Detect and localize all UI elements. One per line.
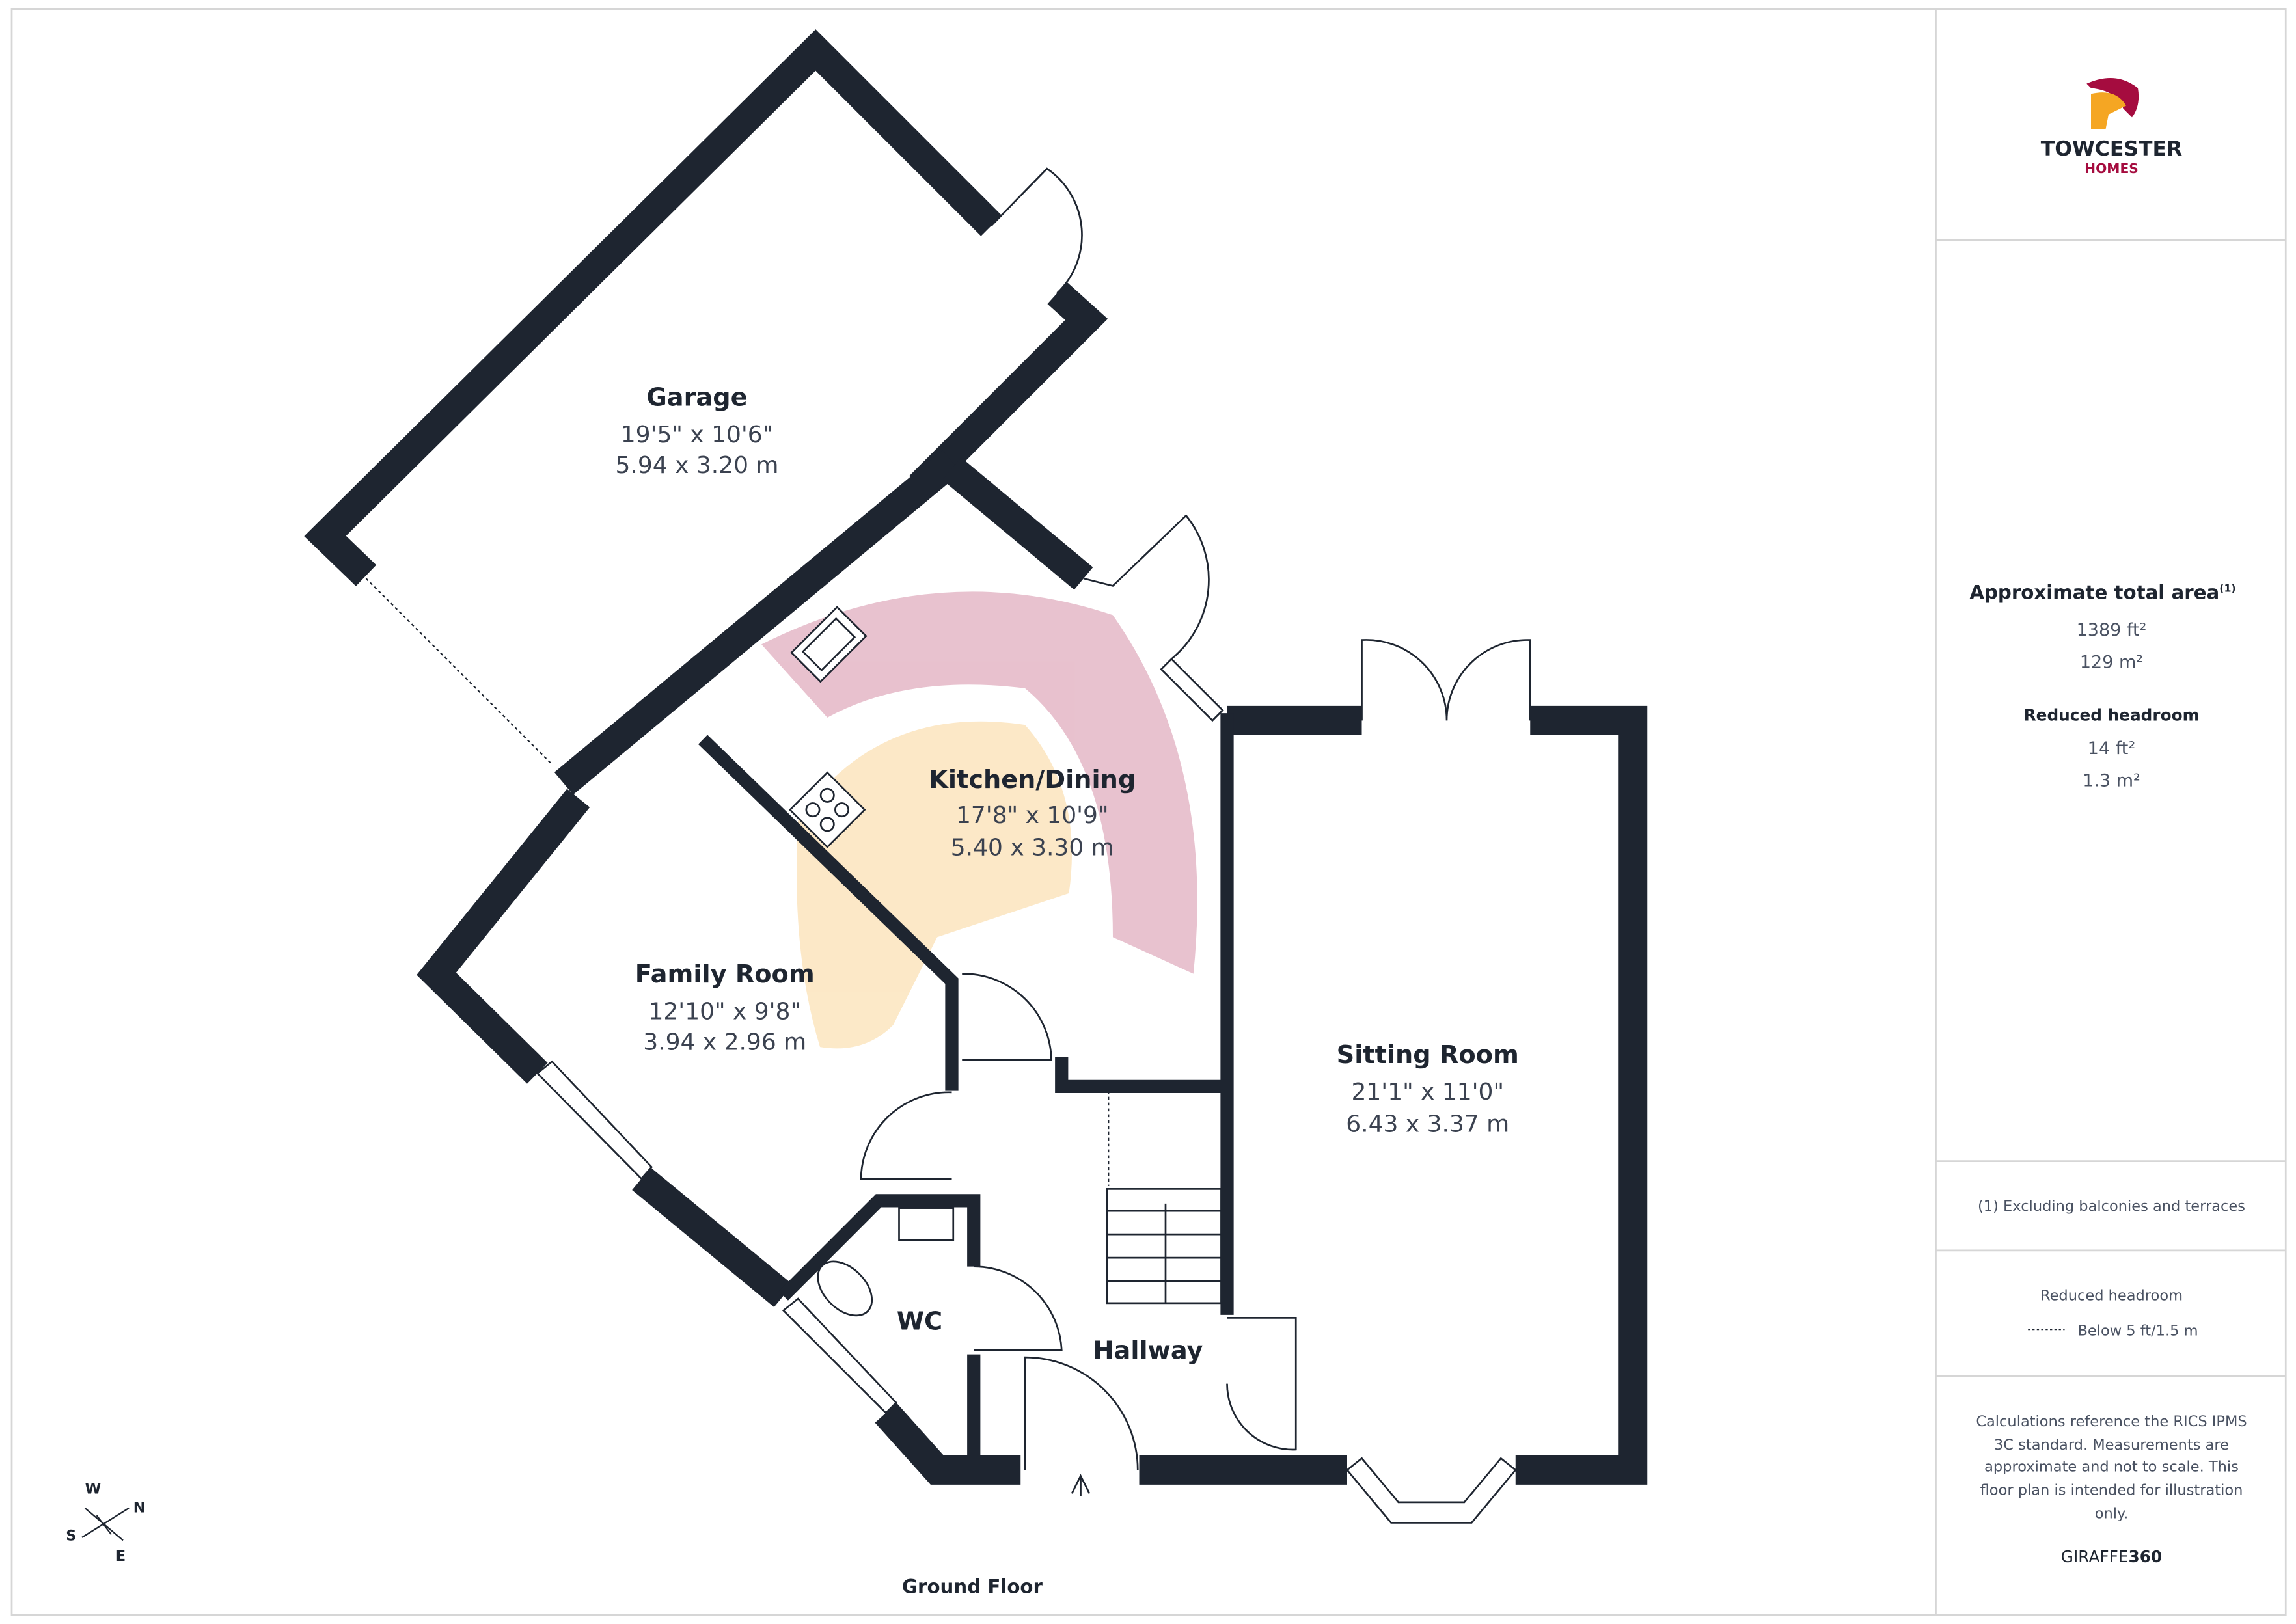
- svg-text:approximate and not to scale.: approximate and not to scale. This: [1984, 1459, 2239, 1476]
- wc-door: [974, 1265, 1063, 1351]
- sitting-label: Sitting Room: [1337, 1040, 1519, 1070]
- garage-metric: 5.94 x 3.20 m: [615, 452, 778, 479]
- family-door: [860, 1091, 952, 1180]
- reduced-ft: 14 ft²: [2088, 738, 2135, 759]
- svg-text:only.: only.: [2095, 1506, 2129, 1522]
- hob: [789, 771, 866, 848]
- kitchen-label: Kitchen/Dining: [929, 765, 1136, 794]
- reduced-headroom-title: Reduced headroom: [2024, 705, 2200, 724]
- garage-door: [365, 578, 553, 765]
- wc-basin: [898, 1207, 955, 1241]
- sheet-border: [10, 8, 2287, 1616]
- family-label: Family Room: [635, 960, 815, 989]
- front-door: [1024, 1356, 1139, 1470]
- kitchen-window: [1160, 657, 1224, 722]
- watermark-logo: [761, 591, 1197, 1049]
- sitting-imperial: 21'1" x 11'0": [1351, 1079, 1504, 1105]
- wc-label: WC: [897, 1306, 942, 1336]
- entrance-arrow-icon: [1071, 1474, 1091, 1496]
- legend-title: Reduced headroom: [2040, 1287, 2183, 1304]
- staircase: [1106, 1090, 1222, 1305]
- kitchen-hall-door: [962, 973, 1052, 1061]
- footnote: (1) Excluding balconies and terraces: [1978, 1198, 2245, 1215]
- house-walls: [417, 450, 1648, 1524]
- svg-text:3C standard. Measurements are: 3C standard. Measurements are: [1994, 1437, 2229, 1454]
- kitchen-door: [1083, 514, 1210, 660]
- reduced-m: 1.3 m²: [2083, 771, 2140, 791]
- svg-text:W: W: [85, 1480, 102, 1497]
- wc-window: [782, 1297, 897, 1414]
- total-area-m: 129 m²: [2080, 652, 2143, 672]
- svg-text:N: N: [133, 1500, 146, 1517]
- svg-text:floor plan is intended for ill: floor plan is intended for illustration: [1980, 1482, 2243, 1499]
- svg-text:S: S: [66, 1527, 76, 1544]
- floor-label: Ground Floor: [902, 1575, 1043, 1597]
- disclaimer: Calculations reference the RICS IPMS 3C …: [1976, 1413, 2247, 1522]
- kitchen-metric: 5.40 x 3.30 m: [951, 834, 1114, 861]
- towcester-homes-logo: TOWCESTER HOMES: [2041, 77, 2183, 176]
- total-area-title: Approximate total area(1): [1969, 582, 2235, 604]
- garage-walls: [304, 29, 1108, 765]
- svg-text:Calculations reference the RIC: Calculations reference the RICS IPMS: [1976, 1413, 2247, 1430]
- family-imperial: 12'10" x 9'8": [648, 998, 801, 1025]
- kitchen-sink: [790, 606, 868, 683]
- french-doors: [1361, 639, 1531, 721]
- svg-text:E: E: [116, 1548, 126, 1565]
- bay-window: [1346, 1457, 1517, 1524]
- garage-imperial: 19'5" x 10'6": [621, 422, 774, 448]
- svg-text:HOMES: HOMES: [2084, 161, 2139, 176]
- kitchen-imperial: 17'8" x 10'9": [956, 802, 1109, 829]
- garage-label: Garage: [646, 383, 747, 413]
- sitting-door: [1226, 1317, 1297, 1451]
- total-area-ft: 1389 ft²: [2077, 620, 2147, 640]
- garage-side-door: [991, 167, 1083, 294]
- toilet: [817, 1260, 873, 1317]
- compass-icon: W N S E: [66, 1480, 145, 1565]
- family-metric: 3.94 x 2.96 m: [643, 1029, 806, 1056]
- sitting-metric: 6.43 x 3.37 m: [1346, 1111, 1509, 1138]
- hallway-label: Hallway: [1093, 1336, 1203, 1365]
- svg-text:TOWCESTER: TOWCESTER: [2041, 137, 2183, 161]
- legend-text: Below 5 ft/1.5 m: [2077, 1322, 2198, 1339]
- giraffe360-logo: GIRAFFE360: [2061, 1547, 2162, 1566]
- family-window: [536, 1060, 653, 1180]
